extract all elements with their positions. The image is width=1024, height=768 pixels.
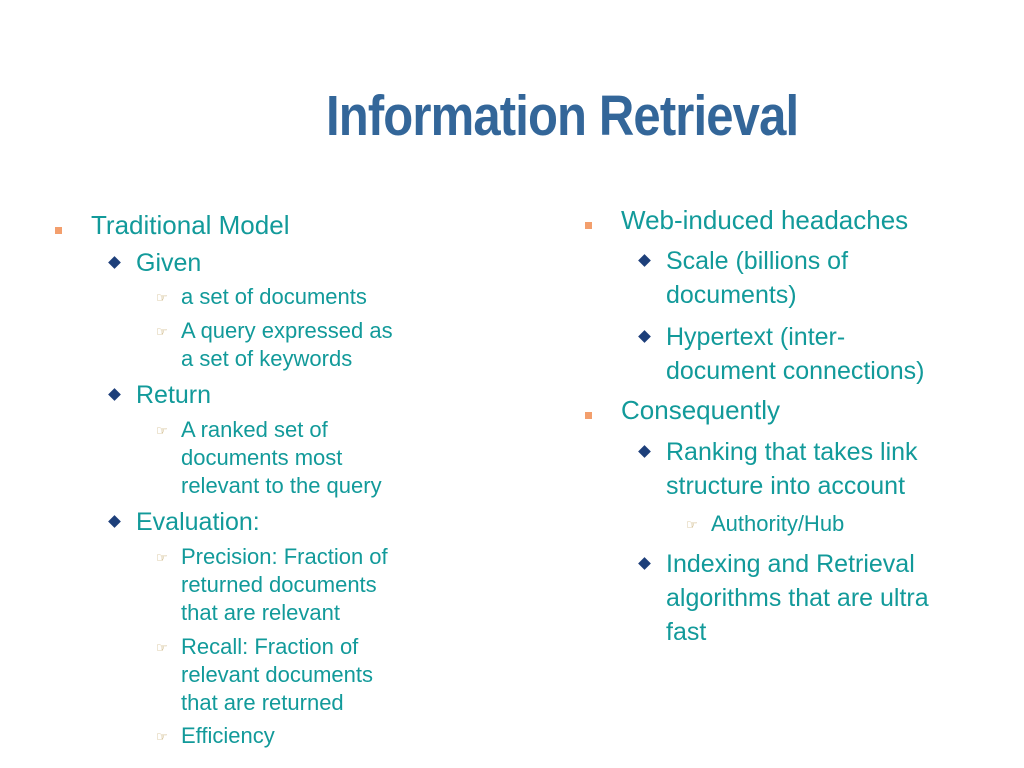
bullet-recall-line3: that are returned <box>181 690 344 715</box>
bullet-precision-line2: returned documents <box>181 572 377 597</box>
bullet-set-of-documents: a set of documents <box>181 284 367 309</box>
bullet-ranking-line2: structure into account <box>666 472 906 500</box>
pointing-hand-icon: ☞ <box>156 729 168 744</box>
bullet-query-line2: a set of keywords <box>181 346 353 371</box>
bullet-ranked-line3: relevant to the query <box>181 473 382 498</box>
diamond-bullet-icon <box>108 388 121 401</box>
bullet-ranked-line1: A ranked set of <box>181 417 328 442</box>
pointing-hand-icon: ☞ <box>686 517 698 532</box>
bullet-return: Return <box>136 381 212 409</box>
bullet-given: Given <box>136 249 202 277</box>
diamond-bullet-icon <box>638 330 651 343</box>
bullet-scale-line1: Scale (billions of <box>666 247 849 275</box>
square-bullet-icon <box>55 227 62 234</box>
square-bullet-icon <box>585 222 592 229</box>
bullet-scale-line2: documents) <box>666 281 797 309</box>
bullet-indexing-line1: Indexing and Retrieval <box>666 550 915 578</box>
bullet-query-line1: A query expressed as <box>181 318 393 343</box>
diamond-bullet-icon <box>638 254 651 267</box>
bullet-ranked-line2: documents most <box>181 445 343 470</box>
bullet-indexing-line2: algorithms that are ultra <box>666 584 929 612</box>
bullet-web-headaches: Web-induced headaches <box>621 205 909 235</box>
bullet-authority-hub: Authority/Hub <box>711 511 845 536</box>
pointing-hand-icon: ☞ <box>156 550 168 565</box>
bullet-consequently: Consequently <box>621 395 780 425</box>
bullet-hypertext-line1: Hypertext (inter- <box>666 323 846 351</box>
pointing-hand-icon: ☞ <box>156 290 168 305</box>
square-bullet-icon <box>585 412 592 419</box>
bullet-traditional-model: Traditional Model <box>91 210 290 240</box>
pointing-hand-icon: ☞ <box>156 640 168 655</box>
slide-title: Information Retrieval <box>326 84 799 148</box>
bullet-precision-line3: that are relevant <box>181 600 340 625</box>
bullet-evaluation: Evaluation: <box>136 508 260 536</box>
bullet-efficiency: Efficiency <box>181 723 275 748</box>
diamond-bullet-icon <box>638 557 651 570</box>
bullet-recall-line1: Recall: Fraction of <box>181 634 359 659</box>
diamond-bullet-icon <box>638 445 651 458</box>
diamond-bullet-icon <box>108 256 121 269</box>
bullet-recall-line2: relevant documents <box>181 662 373 687</box>
diamond-bullet-icon <box>108 515 121 528</box>
bullet-ranking-line1: Ranking that takes link <box>666 438 918 466</box>
bullet-indexing-line3: fast <box>666 618 707 646</box>
pointing-hand-icon: ☞ <box>156 423 168 438</box>
bullet-precision-line1: Precision: Fraction of <box>181 544 388 569</box>
bullet-hypertext-line2: document connections) <box>666 357 925 385</box>
pointing-hand-icon: ☞ <box>156 324 168 339</box>
